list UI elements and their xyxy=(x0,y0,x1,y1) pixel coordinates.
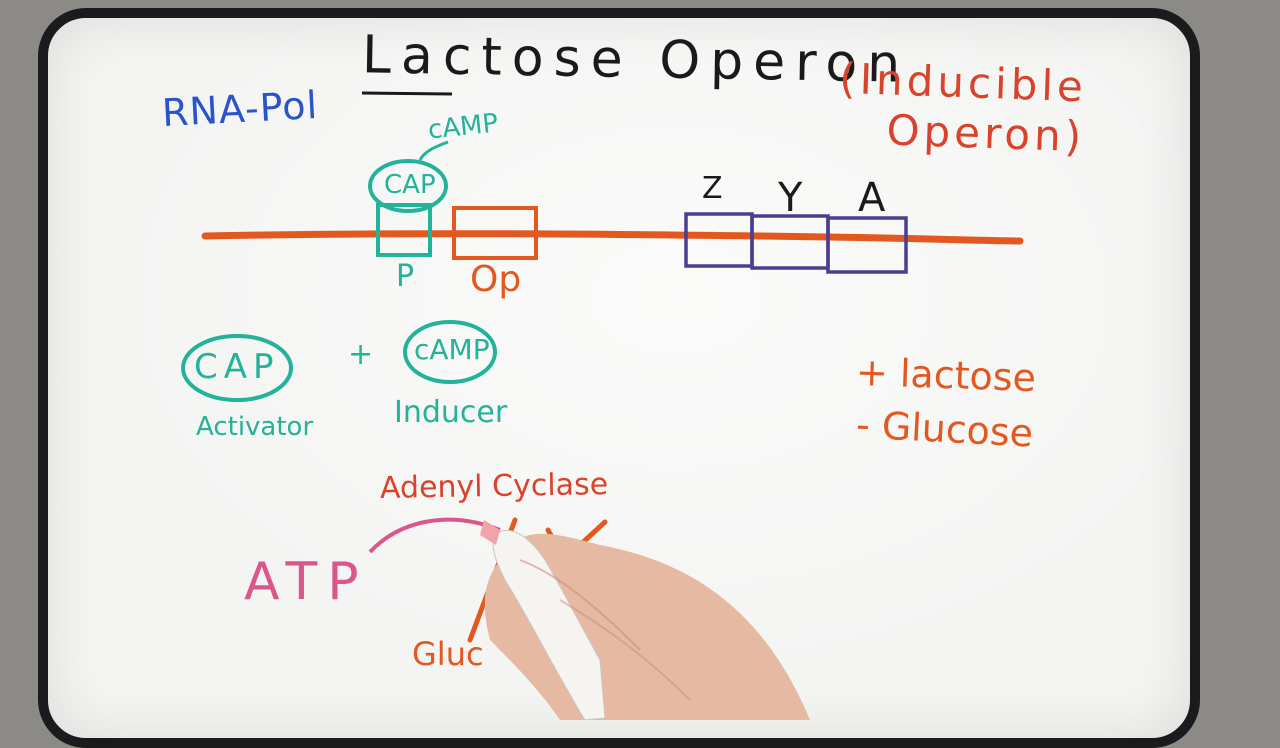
camp-tether xyxy=(418,140,449,161)
gene-label-y: Y xyxy=(778,175,803,221)
gene-label-a: A xyxy=(858,175,886,221)
drawings xyxy=(181,91,1024,720)
activator-label: Activator xyxy=(196,412,314,442)
title: Lactose Operon xyxy=(361,25,911,95)
activator-circle xyxy=(181,334,293,402)
hand-with-marker xyxy=(480,520,810,720)
subtitle: (Inducible Operon) xyxy=(838,53,1088,162)
operator-box xyxy=(452,206,538,260)
rna-pol-label: RNA-Pol xyxy=(160,82,320,136)
enzyme-label: Adenyl Cyclase xyxy=(379,467,609,506)
title-underline xyxy=(361,91,453,96)
promoter-label: P xyxy=(396,259,415,294)
gene-box-y xyxy=(750,214,830,270)
plus-sign: + xyxy=(348,337,374,372)
cap-bound-label: CAP xyxy=(384,170,436,200)
gene-box-a xyxy=(826,216,908,274)
reaction-arc xyxy=(368,517,501,554)
gene-box-z xyxy=(684,212,754,268)
gene-label-z: Z xyxy=(702,171,723,206)
inducer-circle xyxy=(403,320,497,384)
inducer-label: Inducer xyxy=(394,395,508,430)
inhibitor-label: Gluc xyxy=(412,635,484,673)
camp-small-label: cAMP xyxy=(426,108,500,146)
cap-bound-circle xyxy=(368,159,448,213)
condition-glucose: - Glucose xyxy=(854,402,1035,456)
operator-label: Op xyxy=(470,259,522,300)
activator-circle-label: CAP xyxy=(194,347,280,387)
inducer-circle-label: cAMP xyxy=(414,333,490,366)
promoter-box xyxy=(376,203,432,257)
condition-lactose: + lactose xyxy=(855,349,1037,401)
substrate-label: ATP xyxy=(244,552,369,612)
dna-strand xyxy=(201,230,1024,245)
